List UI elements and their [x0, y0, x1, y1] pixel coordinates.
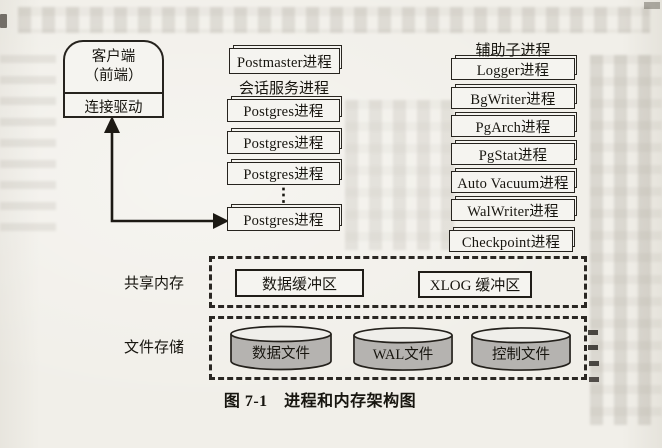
- scan-edge-mark: [644, 2, 660, 9]
- control-file-cylinder: 控制文件: [470, 326, 572, 372]
- bgwriter-process-box: BgWriter进程: [451, 83, 577, 109]
- shared-memory-region: [209, 256, 587, 308]
- postgres-process-box: Postgres进程: [227, 203, 342, 231]
- file-storage-label: 文件存储: [123, 340, 184, 356]
- postgres-process-box: Postgres进程: [227, 95, 342, 122]
- scan-edge-mark: [588, 330, 598, 335]
- control-file-label: 控制文件: [492, 347, 550, 363]
- shared-memory-label: 共享内存: [123, 276, 184, 292]
- client-title: 客户端 （前端）: [65, 42, 162, 92]
- scan-edge-mark: [588, 345, 598, 350]
- postgres-process-box: Postgres进程: [227, 127, 342, 154]
- checkpoint-process-box: Checkpoint进程: [449, 226, 575, 252]
- scan-edge-mark: [589, 361, 599, 366]
- autovacuum-process-box: Auto Vacuum进程: [451, 167, 577, 193]
- pgarch-process-box: PgArch进程: [451, 111, 577, 137]
- logger-process-box: Logger进程: [451, 54, 577, 80]
- xlog-buffer-box: XLOG 缓冲区: [418, 271, 532, 298]
- cylinder-icon: [230, 325, 332, 371]
- wal-file-label: WAL文件: [372, 347, 434, 363]
- data-file-label: 数据文件: [252, 346, 310, 362]
- client-title-line1: 客户端: [91, 49, 136, 65]
- postgres-process-box: Postgres进程: [227, 158, 342, 185]
- data-file-cylinder: 数据文件: [229, 325, 333, 371]
- client-title-line2: （前端）: [84, 68, 143, 85]
- auxiliary-processes-header: 辅助子进程: [475, 43, 551, 59]
- file-storage-region: [209, 316, 587, 380]
- arrowhead-up-icon: [104, 116, 120, 133]
- ellipsis-dots: ⋮: [274, 184, 293, 205]
- client-box: 客户端 （前端） 连接驱动: [63, 40, 164, 118]
- cylinder-icon: [353, 327, 453, 371]
- walwriter-process-box: WalWriter进程: [451, 195, 577, 221]
- data-buffer-box: 数据缓冲区: [235, 269, 364, 297]
- pgstat-process-box: PgStat进程: [451, 139, 577, 165]
- wal-file-cylinder: WAL文件: [352, 326, 454, 372]
- scan-edge-mark: [0, 14, 7, 28]
- scan-edge-mark: [589, 377, 599, 382]
- scan-bleedthrough-middle: [345, 100, 455, 250]
- scan-bleedthrough-top: [18, 7, 650, 33]
- figure-caption: 图 7-1 进程和内存架构图: [223, 393, 417, 410]
- cylinder-icon: [471, 327, 571, 371]
- scan-bleedthrough-left: [0, 55, 56, 240]
- session-processes-label: 会话服务进程: [238, 81, 329, 97]
- postmaster-process-box: Postmaster进程: [229, 44, 342, 74]
- connection-driver-label: 连接驱动: [65, 92, 162, 118]
- scan-bleedthrough-right: [590, 55, 662, 425]
